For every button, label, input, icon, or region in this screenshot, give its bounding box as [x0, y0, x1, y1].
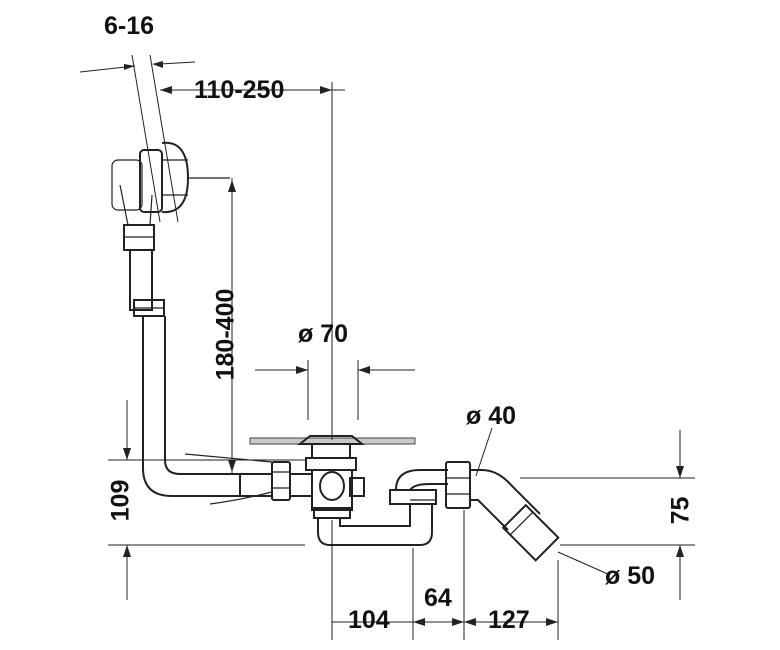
label-drain-to-trap: 104 — [348, 606, 390, 634]
overflow-head — [111, 141, 230, 226]
outlet-elbow — [445, 461, 560, 562]
label-trap-width: 64 — [424, 584, 452, 612]
overflow-tube — [123, 224, 273, 505]
label-drain-diameter: ø 70 — [298, 320, 349, 348]
label-seal-height: 109 — [106, 479, 135, 522]
u-trap — [317, 469, 448, 546]
dimension-lines — [79, 54, 695, 640]
label-flange-range: 6-16 — [104, 12, 155, 40]
label-outlet-height: 75 — [666, 496, 695, 525]
label-outer-diameter: ø 50 — [605, 562, 656, 590]
label-overflow-offset: 110-250 — [194, 76, 285, 104]
label-trap-to-outlet: 127 — [488, 606, 530, 634]
label-overflow-height: 180-400 — [211, 288, 240, 381]
drain-valve — [297, 435, 365, 519]
connector-pipe — [239, 461, 312, 501]
label-inner-diameter: ø 40 — [466, 402, 517, 430]
